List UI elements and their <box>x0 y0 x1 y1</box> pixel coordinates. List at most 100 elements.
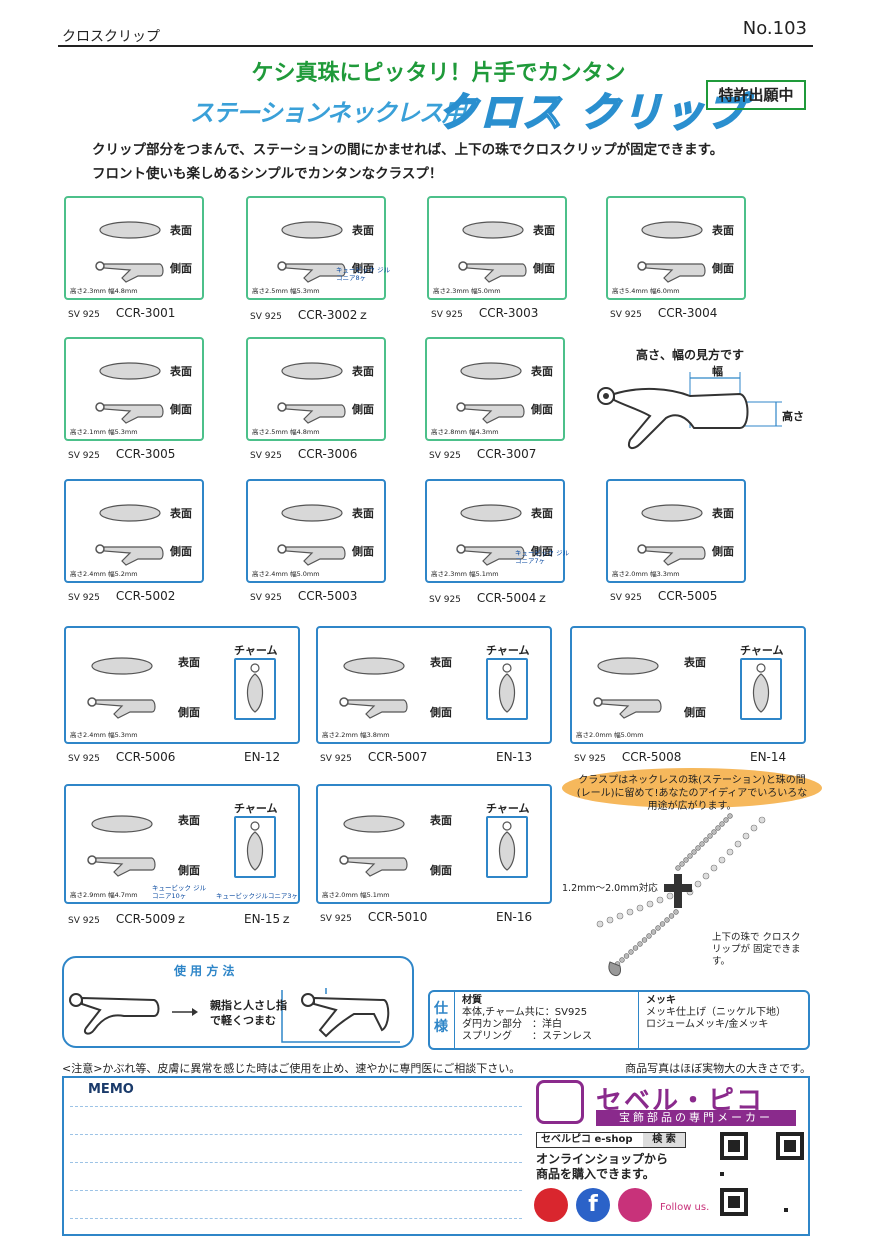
clip-illustration <box>277 221 346 283</box>
spec-label: 仕様 <box>434 1001 448 1035</box>
face-label: 表面 <box>352 365 374 378</box>
measure-diagram <box>597 372 782 450</box>
product-code: CCR-5010 <box>367 910 428 924</box>
clip-illustration <box>95 221 164 283</box>
side-label: 側面 <box>170 545 192 558</box>
clip-illustration <box>95 504 164 566</box>
face-label: 表面 <box>533 224 555 237</box>
spec-divider-2 <box>638 992 639 1048</box>
side-label: 側面 <box>178 864 200 877</box>
side-label: 側面 <box>352 262 374 275</box>
material-sv925: SV 925 <box>429 595 461 605</box>
side-label: 側面 <box>712 262 734 275</box>
spec-plating-2: ロジュームメッキ/金メッキ <box>646 1019 769 1030</box>
dimensions: 高さ2.0mm 幅3.3mm <box>612 570 680 578</box>
memo-box: MEMO <box>62 1076 810 1236</box>
material-sv925: SV 925 <box>320 754 352 764</box>
charm-illustration <box>752 663 770 713</box>
facebook-icon[interactable]: f <box>576 1188 610 1222</box>
product-code: CCR-5003 <box>297 589 358 603</box>
clip-illustration <box>277 504 346 566</box>
product-card: 表面側面高さ5.4mm 幅6.0mm <box>606 196 746 300</box>
youtube-icon[interactable] <box>534 1188 568 1222</box>
zirconia-note: キュービック ジルコニア10ヶ <box>152 884 207 900</box>
necklace-range: 1.2mm～2.0mm対応 <box>562 883 658 894</box>
side-label: 側面 <box>170 403 192 416</box>
face-label: 表面 <box>178 656 200 669</box>
charm-label: チャーム <box>486 644 530 657</box>
memo-line <box>70 1190 522 1191</box>
charm-box <box>234 658 276 720</box>
spec-divider-1 <box>454 992 455 1048</box>
dimensions: 高さ2.3mm 幅5.0mm <box>433 287 501 295</box>
product-card: 表面側面高さ2.8mm 幅4.3mm <box>425 337 565 441</box>
product-card: 表面側面高さ2.3mm 幅4.8mm <box>64 196 204 300</box>
side-label: 側面 <box>170 262 192 275</box>
search-button[interactable]: 検 索 <box>643 1133 685 1147</box>
spec-plating-1: メッキ仕上げ（ニッケル下地） <box>646 1007 786 1018</box>
headline: ケシ真珠にピッタリ！片手でカンタン <box>251 61 626 86</box>
face-label: 表面 <box>430 656 452 669</box>
necklace-caption: 上下の珠で クロスクリップが 固定できます。 <box>712 932 801 967</box>
caution-note: <注意>かぶれ等、皮膚に異常を感じた時はご使用を止め、速やかに専門医にご相談下さ… <box>62 1062 521 1075</box>
usage-title: 使 用 方 法 <box>174 964 235 978</box>
header-divider <box>58 45 813 47</box>
spec-row-2: ダ円カン部分 ：洋白 <box>462 1019 562 1030</box>
material-sv925: SV 925 <box>250 593 282 603</box>
online-text-2: 商品を購入できます。 <box>536 1167 655 1181</box>
memo-line <box>70 1162 522 1163</box>
dimensions: 高さ2.2mm 幅3.8mm <box>322 731 390 739</box>
side-label: 側面 <box>533 262 555 275</box>
clip-illustration <box>458 221 527 283</box>
necklace-illustration <box>596 813 766 976</box>
charm-illustration <box>246 821 264 871</box>
clip-illustration <box>456 504 525 566</box>
product-card: 表面側面高さ2.0mm 幅3.3mm <box>606 479 746 583</box>
usage-panel: 使 用 方 法 親指と人さし指 で軽くつまむ <box>62 956 414 1048</box>
instagram-icon[interactable] <box>618 1188 652 1222</box>
spec-row-1: 本体,チャーム共に：SV925 <box>462 1007 588 1018</box>
subtitle-cross-clip: クロス クリップ <box>437 89 748 137</box>
qr-code-icon[interactable] <box>718 1130 804 1216</box>
side-label: 側面 <box>531 403 553 416</box>
clip-illustration <box>637 504 706 566</box>
face-label: 表面 <box>531 507 553 520</box>
product-code: CCR-5004ｚ <box>476 591 549 605</box>
dimensions: 高さ2.8mm 幅4.3mm <box>431 428 499 436</box>
charm-code: EN-12 <box>244 750 281 764</box>
charm-code: EN-14 <box>750 750 787 764</box>
shop-search-box[interactable]: セベルピコ e-shop 検 索 <box>536 1132 686 1148</box>
subtitle-station: ステーションネックレス用 <box>190 99 466 127</box>
product-card: 表面側面高さ2.4mm 幅5.0mm <box>246 479 386 583</box>
product-code: CCR-5005 <box>657 589 718 603</box>
measure-title: 高さ、幅の見方です <box>636 348 745 362</box>
spec-panel: 仕様 材質 本体,チャーム共に：SV925 ダ円カン部分 ：洋白 スプリング ：… <box>428 990 810 1050</box>
product-card: 表面側面高さ2.1mm 幅5.3mm <box>64 337 204 441</box>
charm-code: EN-13 <box>496 750 533 764</box>
usage-text-1: 親指と人さし指 <box>210 999 287 1012</box>
dimensions: 高さ2.5mm 幅4.8mm <box>252 428 320 436</box>
product-code: CCR-3005 <box>115 447 176 461</box>
zirconia-note: キュービック ジルコニア8ヶ <box>336 266 391 282</box>
material-sv925: SV 925 <box>68 916 100 926</box>
clip-illustration <box>87 815 156 877</box>
shop-name: セベルピコ e-shop <box>541 1134 633 1145</box>
side-label: 側面 <box>352 545 374 558</box>
material-sv925: SV 925 <box>68 754 100 764</box>
memo-line <box>70 1218 522 1219</box>
charm-code: EN-15ｚ <box>244 912 293 926</box>
product-code: CCR-3002ｚ <box>297 308 370 322</box>
clip-illustration <box>637 221 706 283</box>
clip-illustration <box>339 815 408 877</box>
face-label: 表面 <box>531 365 553 378</box>
usage-text: 親指と人さし指 で軽くつまむ <box>210 998 287 1028</box>
